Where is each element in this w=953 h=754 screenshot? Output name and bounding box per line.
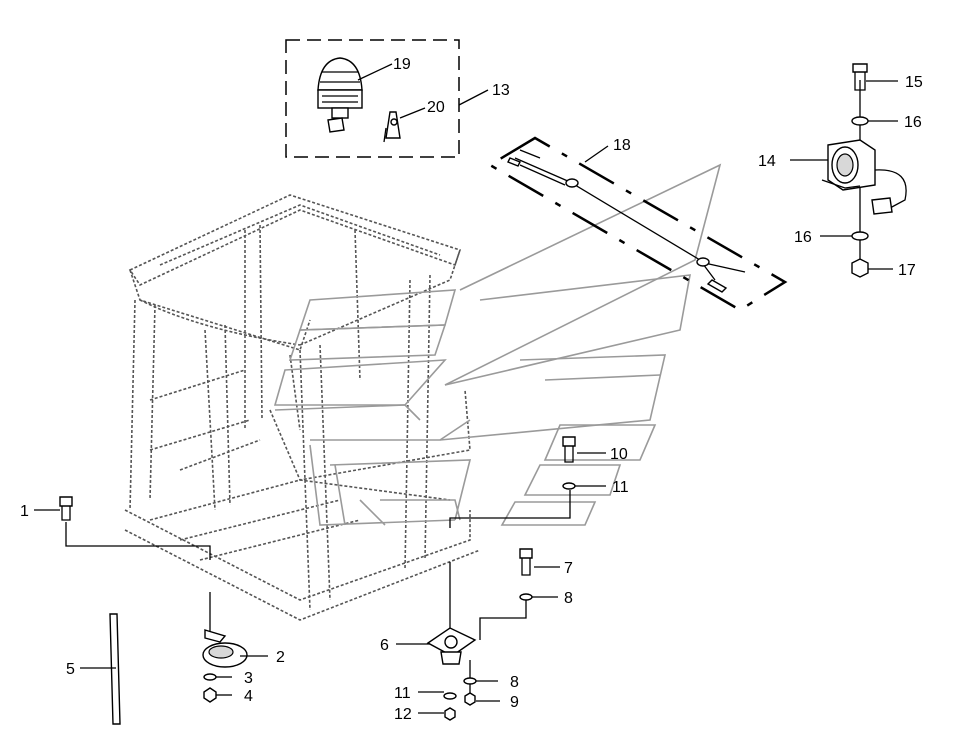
decal-panels <box>273 163 722 526</box>
wiring-harness-sheet <box>487 136 788 312</box>
callout-13: 13 <box>492 82 510 99</box>
callout-17: 17 <box>898 262 916 279</box>
isolator-mount-icon <box>426 627 477 665</box>
callout-3: 3 <box>244 670 253 687</box>
callout-8-lower: 8 <box>510 674 519 691</box>
horn-icon <box>202 629 248 668</box>
beacon-kit-box <box>285 39 460 158</box>
callout-16-lower: 16 <box>794 229 812 246</box>
leader-lines <box>34 80 898 714</box>
callout-16-upper: 16 <box>904 114 922 131</box>
callout-12: 12 <box>394 706 412 723</box>
callout-18: 18 <box>613 137 631 154</box>
cab-frame <box>124 194 481 621</box>
callout-11-lower: 11 <box>394 685 411 702</box>
callout-labels: 1 2 3 4 5 6 7 8 8 9 10 11 11 12 13 14 15… <box>20 56 923 723</box>
callout-5: 5 <box>66 661 75 678</box>
callout-4: 4 <box>244 688 253 705</box>
backup-alarm-icon <box>821 139 907 215</box>
beacon-bracket-icon <box>383 111 401 143</box>
callout-10: 10 <box>610 446 628 463</box>
beacon-light-icon <box>317 57 363 133</box>
callout-7: 7 <box>564 560 573 577</box>
callout-6: 6 <box>380 637 389 654</box>
callout-8-upper: 8 <box>564 590 573 607</box>
callout-19: 19 <box>393 56 411 73</box>
callout-20: 20 <box>427 99 445 116</box>
callout-14: 14 <box>758 153 776 170</box>
callout-15: 15 <box>905 74 923 91</box>
callout-11-upper: 11 <box>612 479 629 496</box>
horn-assembly <box>59 496 248 703</box>
callout-9: 9 <box>510 694 519 711</box>
callout-2: 2 <box>276 649 285 666</box>
backup-alarm-stack <box>821 63 907 278</box>
callout-1: 1 <box>20 503 29 520</box>
mounting-strap-icon <box>109 613 121 725</box>
isolator-mount-assembly <box>426 436 576 721</box>
